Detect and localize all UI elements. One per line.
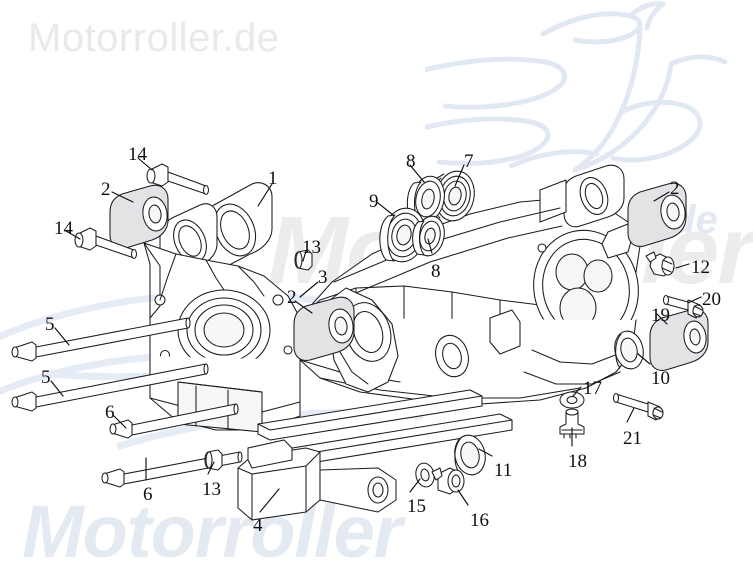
callout-number-12: 12 bbox=[691, 257, 710, 278]
part-crankcase-left bbox=[144, 183, 300, 432]
callout-number-2: 2 bbox=[101, 179, 111, 200]
callout-number-13: 13 bbox=[202, 479, 221, 500]
callout-leader-14 bbox=[138, 158, 152, 170]
part-bush-2-left bbox=[110, 185, 169, 248]
callout-number-19: 19 bbox=[651, 305, 670, 326]
part-crankcase-right bbox=[258, 165, 650, 468]
part-bush-19 bbox=[650, 309, 708, 370]
callout-leader-6 bbox=[114, 416, 126, 428]
callout-number-14: 14 bbox=[128, 144, 147, 165]
part-drain-bolt-18 bbox=[560, 409, 584, 438]
callout-leader-14 bbox=[66, 231, 80, 239]
callout-number-14: 14 bbox=[54, 218, 73, 239]
callout-number-4: 4 bbox=[253, 515, 263, 536]
callout-number-17: 17 bbox=[583, 378, 602, 399]
callout-leader-17 bbox=[573, 387, 581, 396]
callout-number-6: 6 bbox=[105, 402, 115, 423]
callout-number-11: 11 bbox=[494, 460, 513, 481]
callout-number-21: 21 bbox=[623, 428, 642, 449]
part-engine-mount-bracket bbox=[238, 440, 396, 520]
callout-leader-8 bbox=[410, 165, 424, 182]
part-washer-15 bbox=[414, 461, 437, 488]
callout-leader-13 bbox=[303, 251, 306, 261]
part-pin-13-lower bbox=[205, 450, 222, 470]
callout-leader-7 bbox=[455, 165, 464, 186]
callout-number-2: 2 bbox=[287, 287, 297, 308]
callout-leader-9 bbox=[378, 203, 393, 215]
callout-leader-2 bbox=[295, 301, 312, 313]
callout-number-9: 9 bbox=[369, 191, 379, 212]
callout-number-5: 5 bbox=[41, 367, 51, 388]
callout-number-8: 8 bbox=[406, 151, 416, 172]
part-oil-seal-11 bbox=[451, 432, 489, 477]
callout-number-3: 3 bbox=[318, 267, 328, 288]
callout-number-5: 5 bbox=[45, 314, 55, 335]
part-bearing-8-lower bbox=[412, 214, 448, 259]
callout-number-18: 18 bbox=[568, 451, 587, 472]
part-bolt-6-upper bbox=[110, 404, 238, 438]
part-bolt-12 bbox=[646, 252, 674, 276]
callout-number-20: 20 bbox=[702, 289, 721, 310]
part-oil-seal-10 bbox=[611, 329, 646, 372]
callout-leader-4 bbox=[260, 489, 279, 512]
part-bolt-14-upper bbox=[147, 164, 209, 195]
part-nut-16 bbox=[432, 468, 464, 494]
callout-leader-2 bbox=[654, 192, 669, 201]
callout-leaders bbox=[51, 158, 701, 512]
callout-leader-1 bbox=[258, 184, 272, 206]
callout-leader-15 bbox=[410, 479, 420, 492]
callout-leader-11 bbox=[479, 449, 492, 456]
callout-number-2: 2 bbox=[670, 178, 680, 199]
part-bolt-5-lower bbox=[12, 364, 208, 411]
part-bush-2-right bbox=[628, 183, 687, 246]
callout-leader-13 bbox=[208, 462, 214, 474]
part-bolt-5-upper bbox=[12, 318, 190, 361]
part-bolt-20 bbox=[664, 296, 704, 319]
callout-number-10: 10 bbox=[651, 368, 670, 389]
callout-leader-20 bbox=[688, 297, 701, 303]
callout-leader-2 bbox=[112, 192, 133, 202]
callout-leader-8 bbox=[428, 239, 432, 253]
part-washer-17 bbox=[560, 392, 584, 408]
callout-leader-10 bbox=[638, 354, 650, 364]
callout-leader-19 bbox=[657, 314, 667, 324]
callout-number-6: 6 bbox=[143, 484, 153, 505]
part-bolt-21 bbox=[614, 394, 664, 421]
part-bush-2-center bbox=[294, 297, 355, 360]
callout-leader-3 bbox=[300, 282, 318, 297]
callout-leader-5 bbox=[55, 328, 69, 345]
callout-leader-12 bbox=[676, 264, 689, 268]
callout-number-13: 13 bbox=[302, 237, 321, 258]
callout-number-15: 15 bbox=[407, 496, 426, 517]
callout-number-8: 8 bbox=[431, 261, 441, 282]
callout-number-1: 1 bbox=[268, 168, 278, 189]
callout-number-7: 7 bbox=[464, 151, 474, 172]
part-bolt-14-lower bbox=[75, 228, 137, 259]
callout-number-16: 16 bbox=[470, 510, 489, 531]
callout-leader-21 bbox=[627, 408, 634, 422]
callout-leader-16 bbox=[458, 490, 468, 505]
callout-leader-5 bbox=[51, 381, 63, 396]
